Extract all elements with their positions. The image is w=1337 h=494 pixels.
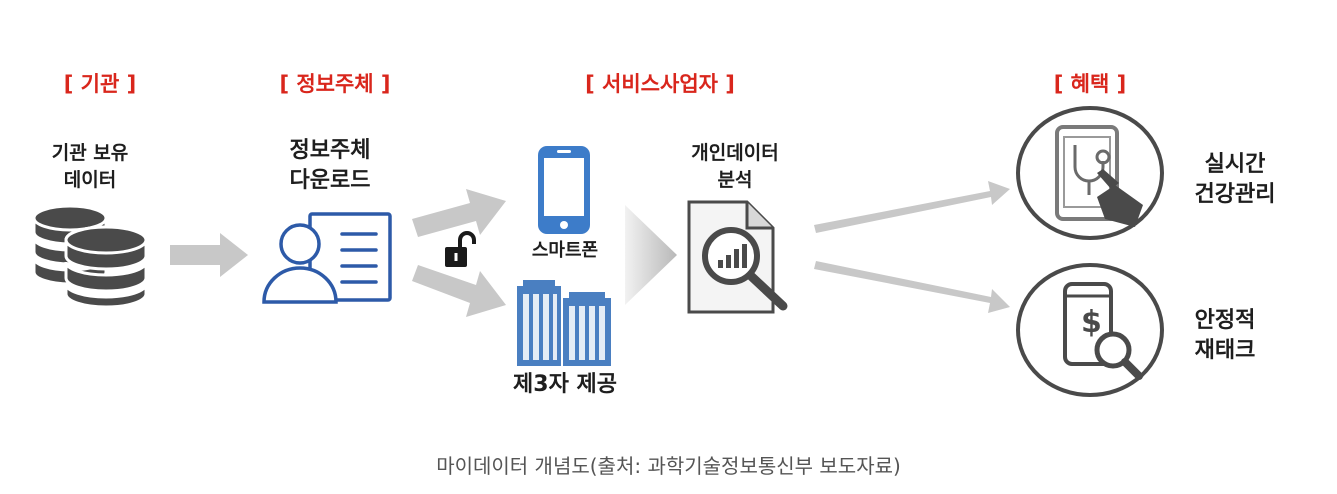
buildings-icon — [517, 280, 611, 366]
figure-caption: 마이데이터 개념도(출처: 과학기술정보통신부 보도자료) — [436, 454, 901, 478]
chevron-right-icon — [625, 205, 677, 305]
unlock-icon — [445, 231, 476, 267]
smartphone-icon — [538, 146, 590, 234]
institution-data-line1: 기관 보유 — [51, 142, 129, 164]
subject-download-line1: 정보주체 — [289, 138, 371, 163]
person-card-icon — [262, 212, 392, 304]
document-analysis-icon — [687, 200, 788, 314]
finance-line1: 안정적 — [1194, 308, 1256, 333]
smartphone-label: 스마트폰 — [531, 240, 599, 261]
finance-label: 안정적 재태크 — [1155, 306, 1295, 366]
health-label: 실시간 건강관리 — [1165, 150, 1305, 210]
institution-data-label: 기관 보유 데이터 — [20, 140, 160, 194]
health-tablet-icon — [1016, 106, 1164, 240]
header-institution: [ 기관 ] — [63, 72, 137, 96]
header-provider: [ 서비스사업자 ] — [585, 72, 735, 96]
institution-data-line2: 데이터 — [63, 169, 117, 191]
subject-download-label: 정보주체 다운로드 — [255, 136, 405, 196]
diverging-arrows-icon — [814, 181, 1010, 313]
health-line1: 실시간 — [1204, 152, 1266, 177]
header-subject: [ 정보주체 ] — [279, 72, 391, 96]
third-party-label: 제3자 제공 — [513, 372, 617, 397]
analysis-line2: 분석 — [717, 169, 753, 191]
subject-download-line2: 다운로드 — [289, 168, 371, 193]
header-benefit: [ 혜택 ] — [1053, 72, 1127, 96]
finance-line2: 재태크 — [1194, 338, 1256, 363]
arrow-right-icon — [170, 233, 248, 277]
analysis-label: 개인데이터 분석 — [660, 140, 810, 194]
split-arrows-icon — [412, 189, 506, 317]
database-icon — [32, 204, 148, 309]
health-line2: 건강관리 — [1194, 182, 1276, 207]
finance-phone-icon: $ — [1016, 263, 1164, 397]
analysis-line1: 개인데이터 — [691, 142, 779, 164]
svg-text:$: $ — [1081, 305, 1102, 340]
